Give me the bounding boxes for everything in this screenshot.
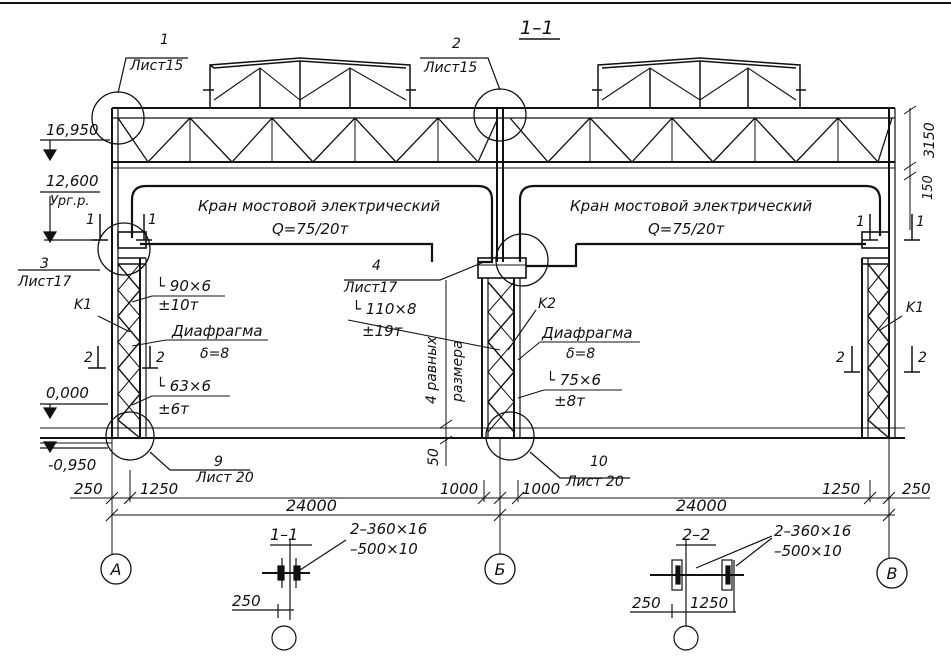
- callout-4-num: 4: [372, 258, 381, 274]
- callout-9-sheet: Лист 20: [195, 470, 254, 486]
- detail-1-title: 1–1: [270, 525, 298, 544]
- detail-1-plate2: –500×10: [350, 540, 418, 558]
- vertical-note-line1: 4 равных: [424, 336, 440, 404]
- crane-outline-right: [518, 184, 882, 268]
- cut-mark-1c: 1: [856, 214, 865, 230]
- axis-b: Б: [495, 560, 506, 579]
- elevation-crane: 12,600: [46, 172, 99, 190]
- roof-lantern-right: [592, 57, 806, 108]
- diaphragm-left-thickness: δ=8: [200, 346, 229, 362]
- cut-mark-1d: 1: [916, 214, 925, 230]
- profile-left-lower-force: ±6т: [158, 400, 190, 418]
- detail-2-plate2: –500×10: [774, 542, 842, 560]
- profile-left-upper: └ 90×6: [156, 276, 211, 295]
- diaphragm-mid-label: Диафрагма: [541, 324, 633, 342]
- elevation-ground: 0,000: [46, 384, 89, 402]
- dim-1250-left: 1250: [140, 480, 178, 498]
- profile-mid-lower-force: ±8т: [554, 392, 586, 410]
- elevation-top: 16,950: [46, 121, 99, 139]
- dim-roof-depth: 3150: [922, 122, 938, 158]
- diaphragm-mid-thickness: δ=8: [566, 346, 595, 362]
- dim-span-left: 24000: [286, 496, 337, 515]
- detail-2-dim2: 1250: [690, 594, 728, 612]
- crane-name-right: Кран мостовой электрический: [570, 197, 812, 215]
- callout-leaders: [18, 57, 630, 479]
- callout-10-num: 10: [590, 454, 608, 470]
- vertical-dim-right: [903, 105, 917, 230]
- crane-name-left: Кран мостовой электрический: [198, 197, 440, 215]
- cut-mark-1a: 1: [86, 212, 95, 228]
- dim-1250-right: 1250: [822, 480, 860, 498]
- cut-mark-2a: 2: [84, 350, 93, 366]
- column-left: [111, 108, 147, 439]
- ground-line: [40, 427, 905, 444]
- diaphragm-left-label: Диафрагма: [171, 322, 263, 340]
- column-k2: K2: [538, 296, 556, 312]
- vertical-note-line2: размера: [450, 340, 466, 403]
- detail-1-plate1: 2–360×16: [350, 520, 427, 538]
- axis-v: В: [887, 564, 898, 583]
- dim-span-right: 24000: [676, 496, 727, 515]
- dim-1000-right: 1000: [522, 480, 560, 498]
- profile-mid-upper: └ 110×8: [352, 299, 417, 318]
- dim-1000-left: 1000: [440, 480, 478, 498]
- crane-capacity-left: Q=75/20т: [272, 220, 350, 238]
- vertical-dim-mid: [439, 280, 453, 466]
- column-middle: [477, 108, 527, 438]
- cut-mark-2c: 2: [836, 350, 845, 366]
- elevation-crane-note: Ург.р.: [50, 194, 90, 209]
- profile-mid-upper-force: ±19т: [362, 322, 404, 340]
- callout-1-num: 1: [160, 32, 169, 48]
- profile-leaders: [97, 295, 903, 406]
- cut-mark-2d: 2: [918, 350, 927, 366]
- elevation-marks: [40, 139, 110, 454]
- dim-lines: [70, 438, 930, 560]
- callout-4-sheet: Лист17: [343, 280, 397, 296]
- detail-section-2: [630, 535, 773, 651]
- cut-mark-2b: 2: [156, 350, 165, 366]
- callout-10-sheet: Лист 20: [565, 474, 624, 490]
- roof-lantern-left: [203, 57, 416, 108]
- detail-2-title: 2–2: [682, 525, 710, 544]
- profile-mid-lower: └ 75×6: [546, 370, 601, 389]
- profile-left-upper-force: ±10т: [158, 296, 200, 314]
- dim-250-right: 250: [902, 480, 931, 498]
- axis-bubbles: [100, 553, 908, 589]
- callout-3-num: 3: [40, 256, 49, 272]
- dim-250-left: 250: [74, 480, 103, 498]
- crane-capacity-right: Q=75/20т: [648, 220, 726, 238]
- dim-base-height: 50: [426, 448, 442, 466]
- callout-3-sheet: Лист17: [17, 274, 71, 290]
- column-right: [861, 108, 896, 439]
- callout-2-num: 2: [452, 36, 461, 52]
- column-k1-left: K1: [74, 297, 92, 313]
- callout-9-num: 9: [214, 454, 223, 470]
- column-k1-right: K1: [906, 300, 924, 316]
- axis-a: А: [110, 560, 122, 579]
- detail-2-plate1: 2–360×16: [774, 522, 851, 540]
- cut-mark-1b: 1: [148, 212, 157, 228]
- detail-section-1: [232, 539, 347, 651]
- detail-2-dim1: 250: [632, 594, 661, 612]
- callout-2-sheet: Лист15: [423, 60, 477, 76]
- elevation-bottom: -0,950: [48, 456, 96, 474]
- callout-1-sheet: Лист15: [129, 58, 183, 74]
- profile-left-lower: └ 63×6: [156, 376, 211, 395]
- section-cut-marks: [88, 214, 920, 373]
- dim-beam-gap: 150: [921, 175, 936, 200]
- crane-outline-left: [130, 184, 494, 264]
- detail-1-dim: 250: [232, 592, 261, 610]
- section-title: 1–1: [520, 17, 554, 39]
